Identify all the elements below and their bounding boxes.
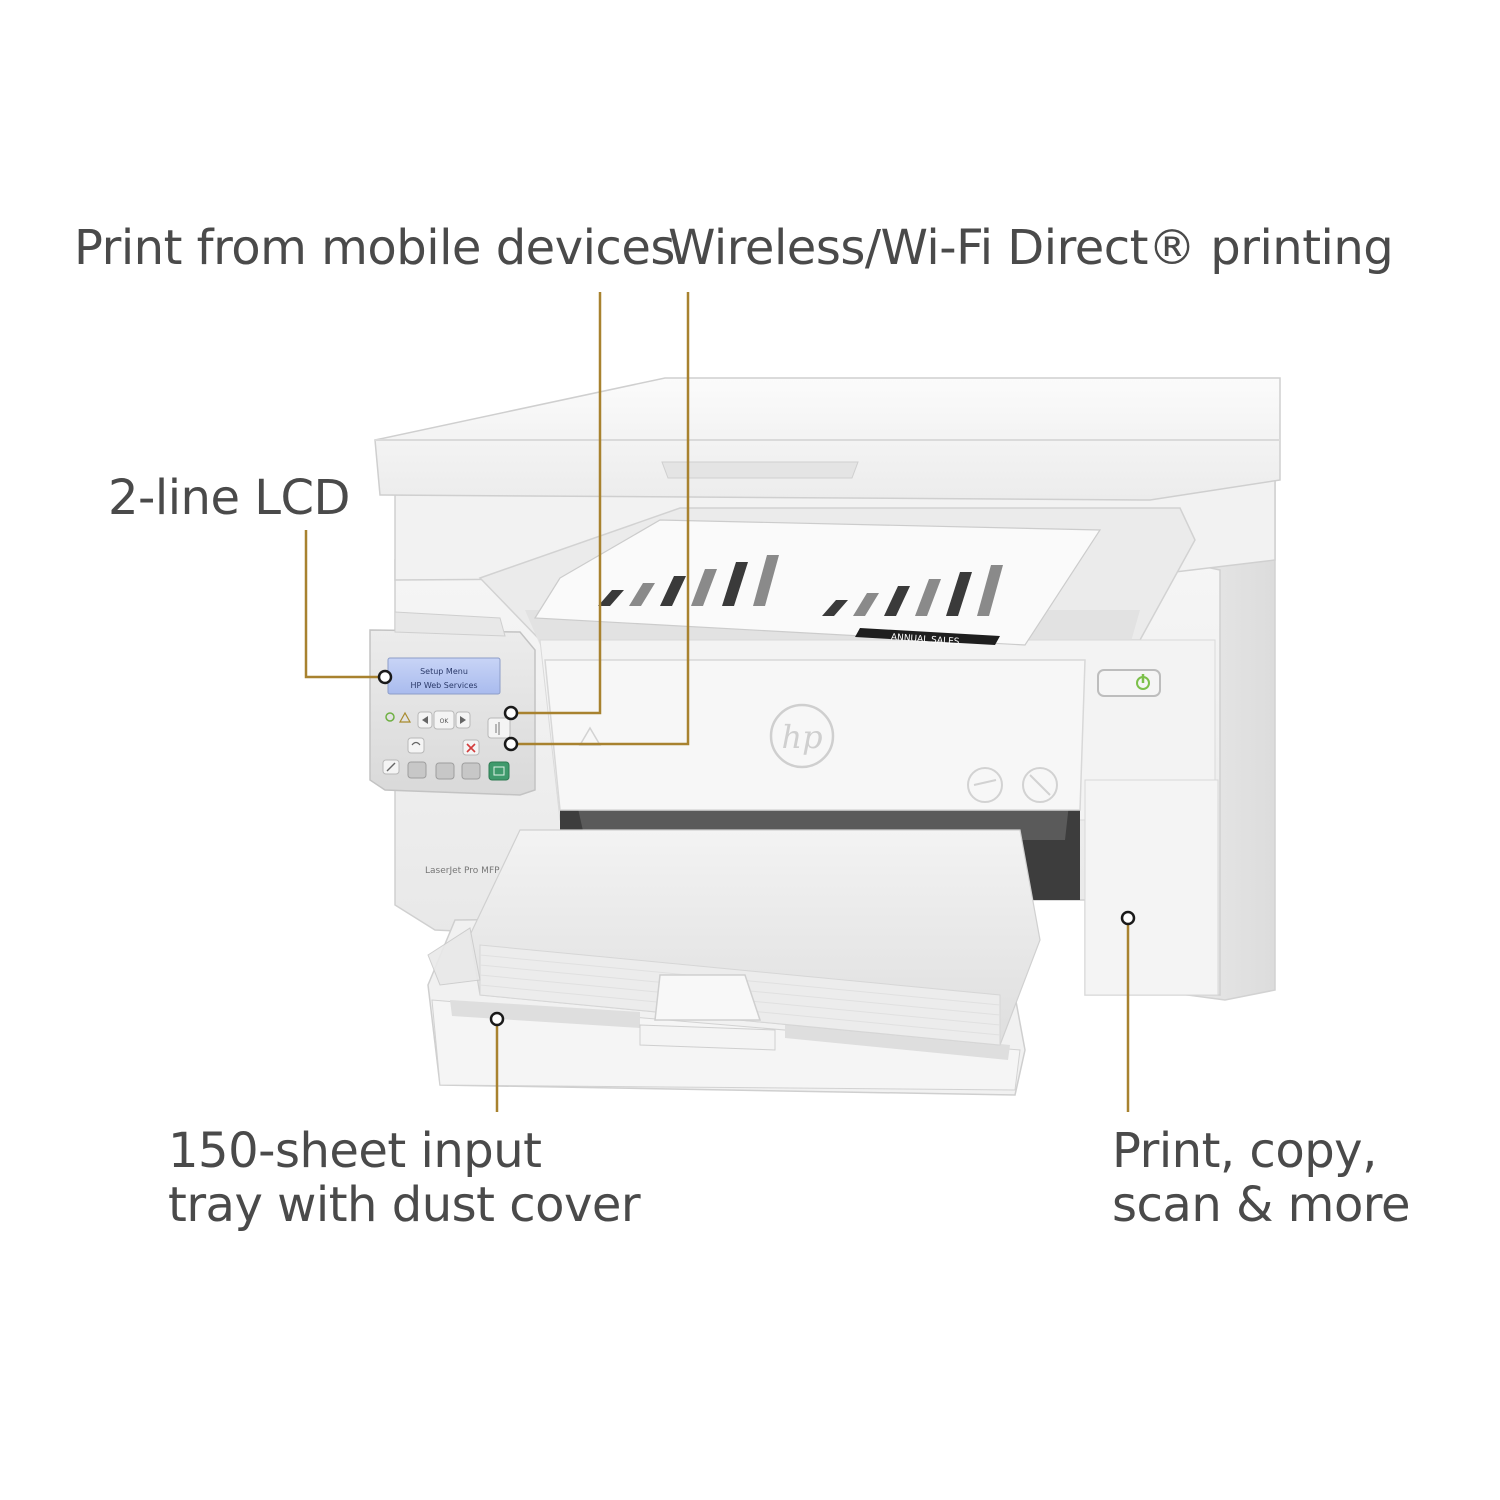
ok-button[interactable]	[433, 710, 455, 730]
warning-icon	[398, 711, 412, 723]
ready-icon	[385, 712, 395, 722]
output-page-bar	[853, 593, 879, 616]
nav-buttons: OK	[417, 710, 471, 730]
hp-logo-text: hp	[781, 718, 822, 756]
lcd-line-1: Setup Menu	[420, 667, 468, 676]
output-page-bars	[598, 555, 1003, 616]
copy-icon	[493, 766, 505, 776]
output-page-bar	[753, 555, 779, 606]
output-page-bar	[691, 569, 717, 606]
callout-markers	[377, 669, 1136, 1027]
output-page-bar	[915, 579, 941, 616]
output-page-bar	[629, 583, 655, 606]
callout-functions: Print, copy, scan & more	[1112, 1123, 1411, 1233]
back-button[interactable]	[407, 737, 425, 754]
output-page: ANNUAL SALES	[533, 519, 1102, 648]
cancel-icon	[466, 743, 476, 753]
lcd-line-2: HP Web Services	[410, 681, 477, 690]
back-icon	[411, 741, 421, 746]
model-label: LaserJet Pro MFP M130nw	[425, 866, 540, 876]
copy-menu-button[interactable]	[461, 762, 481, 780]
power-icon	[1136, 674, 1150, 690]
marker-mobile	[503, 705, 519, 721]
input-tray	[427, 829, 1041, 1096]
callout-functions-line2: scan & more	[1112, 1176, 1411, 1233]
wrench-icon	[386, 762, 396, 772]
copy-settings-button[interactable]	[407, 761, 427, 779]
output-page-bar	[722, 562, 748, 606]
callout-lcd: 2-line LCD	[108, 470, 350, 526]
callout-leader-lines	[304, 292, 1130, 1112]
output-page-caption: ANNUAL SALES	[891, 633, 961, 648]
start-copy-button[interactable]	[488, 761, 510, 781]
darkness-button[interactable]	[435, 762, 455, 780]
callout-mobile-printing: Print from mobile devices	[74, 220, 675, 276]
marker-functions	[1120, 910, 1136, 926]
control-panel: Setup Menu HP Web Services OK	[369, 611, 536, 796]
output-page-bar	[598, 590, 624, 606]
output-page-bar	[660, 576, 686, 606]
lcd-display: Setup Menu HP Web Services	[387, 657, 501, 695]
arrow-left-icon	[422, 716, 428, 724]
callout-wireless-printing: Wireless/Wi-Fi Direct® printing	[668, 220, 1394, 276]
front-symbol-icons	[578, 726, 1058, 803]
ok-label: OK	[440, 718, 450, 725]
output-page-bar	[822, 600, 848, 616]
power-button[interactable]	[1097, 669, 1161, 697]
marker-wireless	[503, 736, 519, 752]
hp-logo: hp	[769, 703, 835, 769]
arrow-right-icon	[460, 716, 466, 724]
wireless-icon	[495, 722, 500, 735]
callout-input-tray-line2: tray with dust cover	[168, 1176, 641, 1233]
output-page-bar	[977, 565, 1003, 616]
output-page-bar	[946, 572, 972, 616]
callout-input-tray: 150-sheet input tray with dust cover	[168, 1123, 641, 1233]
marker-tray	[489, 1011, 505, 1027]
callout-input-tray-line1: 150-sheet input	[168, 1123, 542, 1179]
output-page-bar	[884, 586, 910, 616]
callout-functions-line1: Print, copy,	[1112, 1123, 1377, 1179]
marker-lcd	[377, 669, 393, 685]
